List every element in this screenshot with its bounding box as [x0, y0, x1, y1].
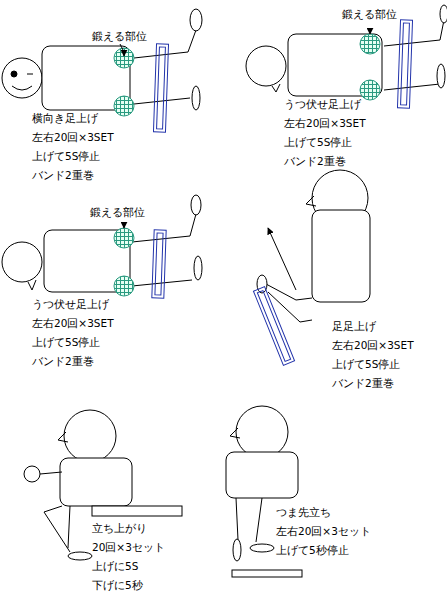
- exercise-label: うつ伏せ足上げ: [284, 98, 361, 111]
- exercise-label: バンド2重巻: [32, 169, 94, 182]
- seated-figure: [253, 170, 370, 365]
- exercise-label: 上げて5S停止: [284, 136, 352, 149]
- exercise-label: 下げに5秒: [92, 579, 143, 592]
- exercise-label: 上げて5S停止: [32, 150, 100, 163]
- exercise-label: 左右20回×3SET: [284, 117, 366, 130]
- exercise-label: 足足上げ: [332, 320, 376, 333]
- exercise-label: 鍛える部位: [90, 206, 145, 219]
- exercise-label: バンド2重巻: [284, 155, 346, 168]
- prone-figure: [2, 195, 202, 298]
- exercise-label: 立ち上がり: [92, 522, 147, 535]
- side-lying-figure: [2, 9, 202, 132]
- prone-figure: [246, 5, 447, 108]
- exercise-label: 左右20回×3SET: [332, 339, 414, 352]
- exercise-label: バンド2重巻: [332, 377, 394, 390]
- exercise-label: 上げて5S停止: [32, 336, 100, 349]
- sit-to-stand-figure: [24, 410, 182, 560]
- exercise-label: 左右20回×3SET: [32, 131, 114, 144]
- exercise-label: 20回×3セット: [92, 541, 165, 554]
- exercise-label: 上げて5S停止: [332, 358, 400, 371]
- exercise-label: バンド2重巻: [32, 355, 94, 368]
- exercise-label: 横向き足上げ: [32, 112, 98, 125]
- exercise-label: 左右20回×3SET: [32, 317, 114, 330]
- exercise-label: 鍛える部位: [342, 8, 397, 21]
- exercise-label: 上げて5秒停止: [276, 544, 349, 557]
- exercise-label: つま先立ち: [276, 506, 331, 519]
- exercise-label: 鍛える部位: [92, 30, 147, 43]
- exercise-label: うつ伏せ足上げ: [32, 298, 109, 311]
- exercise-label: 上げに5S: [92, 560, 138, 573]
- exercise-label: 左右20回×3セット: [276, 525, 371, 538]
